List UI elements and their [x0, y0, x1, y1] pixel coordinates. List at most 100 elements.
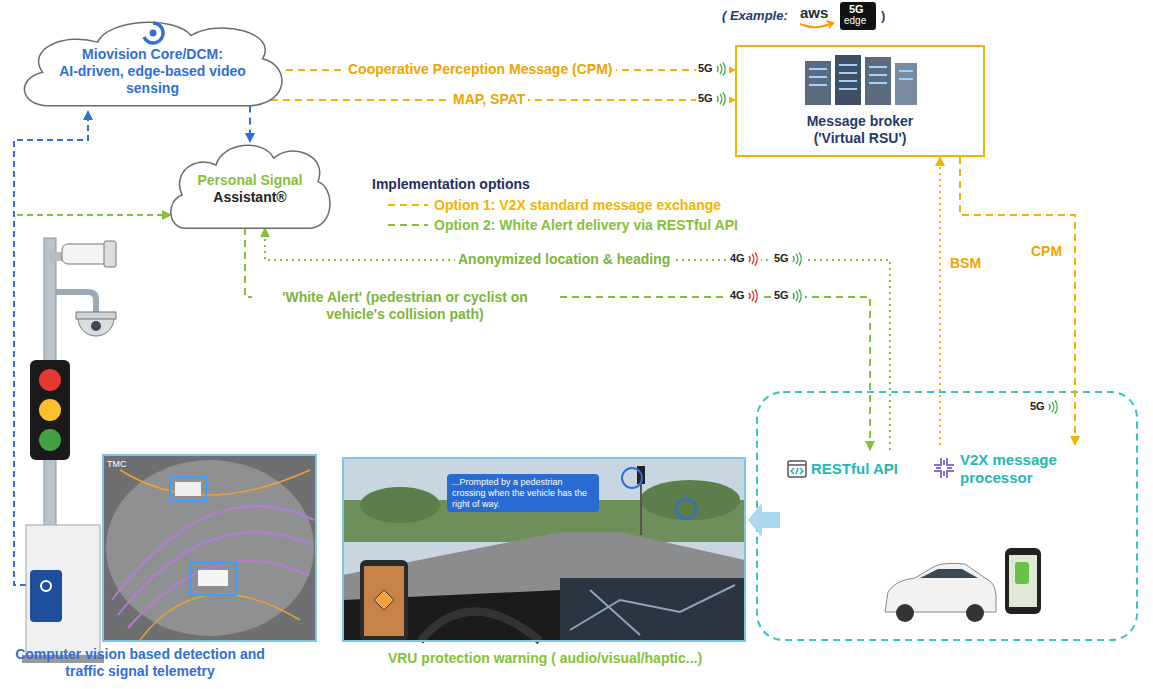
drawn-rect: [343, 458, 745, 641]
network-badge: 5G: [772, 289, 805, 303]
signal-waves: [791, 289, 803, 303]
drawn-path: [749, 290, 757, 303]
node-text: ('Virtual RSU'): [814, 130, 907, 147]
network-badge: 5G: [772, 252, 805, 266]
connector: [249, 105, 251, 142]
node-text: Assistant®: [213, 189, 286, 206]
drawn-ellipse: [106, 460, 314, 636]
edge-label: BSM: [947, 255, 984, 272]
drawn-path: [112, 506, 314, 600]
cloud-node: Miovision Core/DCM:AI-driven, edge-based…: [15, 12, 290, 112]
text-label: ( Example:: [722, 8, 788, 24]
cloud-node: Personal SignalAssistant®: [165, 135, 335, 235]
drawn-polygon: [374, 590, 394, 610]
api-icon: [787, 459, 807, 479]
processor-node: V2X message processor: [930, 445, 1090, 491]
connector: [960, 157, 1075, 445]
signal-waves: [715, 92, 727, 106]
drawn-rect: [103, 455, 316, 641]
text-label: Implementation options: [372, 176, 530, 193]
drawn-rect: [26, 525, 100, 657]
drawn-rect: [364, 566, 404, 636]
drawn-rect: [805, 61, 831, 105]
network-badge: 5G: [696, 92, 729, 106]
drawn-rect: [170, 477, 206, 501]
edge-label: CPM: [1028, 243, 1065, 260]
drawn-rect: [865, 57, 891, 105]
drawn-path: [118, 532, 312, 615]
drawn-path: [78, 318, 114, 336]
text-label: edge: [844, 15, 866, 27]
drawn-path: [56, 292, 96, 314]
drawn-circle: [39, 399, 61, 421]
signal-pole: [22, 238, 116, 663]
legend-sample: [388, 202, 428, 208]
drawn-path: [140, 594, 300, 640]
drawn-rect: [788, 461, 806, 477]
legend-sample: [388, 222, 428, 228]
network-badge: 4G: [728, 252, 761, 266]
drawn-rect: [1005, 548, 1041, 614]
drawn-path: [934, 458, 954, 478]
legend-row: Option 2: White Alert delivery via RESTf…: [388, 217, 738, 234]
signal-waves: [747, 289, 759, 303]
drawn-path: [717, 63, 725, 76]
cloud-outline: [15, 12, 290, 112]
node-text: RESTful API: [811, 460, 898, 478]
aws-smile: [800, 21, 833, 28]
legend-row: Option 1: V2X standard message exchange: [388, 197, 721, 214]
drawn-circle: [149, 30, 156, 37]
drawn-path: [717, 93, 725, 106]
drawn-path: [920, 569, 978, 578]
drawn-rect: [190, 563, 236, 595]
vehicle-group: [757, 392, 1137, 640]
text-label: VRU protection warning ( audio/visual/ha…: [360, 650, 730, 667]
text-label: aws: [800, 4, 828, 22]
drawn-path: [144, 23, 163, 43]
drawn-rect: [895, 63, 917, 105]
drawn-rect: [175, 482, 201, 496]
drawn-circle: [91, 321, 101, 331]
drawn-ellipse: [640, 480, 740, 520]
drawn-circle: [39, 429, 61, 451]
text-label: Computer vision based detection and traf…: [12, 646, 268, 680]
drawn-path: [793, 290, 801, 303]
drawn-circle: [896, 604, 914, 622]
drawn-circle: [41, 581, 51, 591]
broker-box: Message broker('Virtual RSU'): [735, 45, 985, 157]
connector: [939, 157, 941, 445]
drawn-rect: [1015, 562, 1029, 584]
drawn-path: [749, 253, 757, 266]
network-badge: 4G: [728, 289, 761, 303]
drawn-path: [171, 145, 330, 228]
api-node: RESTful API: [785, 450, 915, 484]
display-arrow: [748, 503, 780, 537]
drawn-rect: [560, 578, 745, 641]
v2x-icon: [932, 456, 956, 480]
phone-icon: [1005, 548, 1041, 614]
drawn-rect: [76, 312, 116, 319]
drawn-line: [640, 484, 642, 535]
edge-label: Cooperative Perception Message (CPM): [345, 61, 616, 78]
node-text: V2X message processor: [960, 451, 1086, 487]
text-label: TMC: [107, 459, 127, 470]
network-badge: 5G: [1028, 400, 1061, 414]
drawn-circle: [966, 604, 984, 622]
edge-label: Anonymized location & heading: [455, 251, 673, 268]
text-label: ): [881, 8, 885, 24]
drawn-rect: [198, 570, 228, 586]
miovision-logo: [140, 20, 166, 46]
legend-text: Option 2: White Alert delivery via RESTf…: [434, 217, 738, 234]
text-label: 5G: [849, 3, 864, 16]
drawn-rect: [360, 560, 408, 641]
drawn-ellipse: [360, 487, 440, 523]
connector: [265, 228, 890, 450]
drawn-path: [1049, 401, 1057, 414]
edge-label: 'White Alert' (pedestrian or cyclist on …: [252, 289, 558, 323]
signal-waves: [1047, 400, 1059, 414]
drawn-path: [788, 464, 806, 466]
drawn-path: [420, 612, 540, 642]
node-text: Personal Signal: [197, 172, 302, 189]
car-icon: [885, 563, 996, 622]
